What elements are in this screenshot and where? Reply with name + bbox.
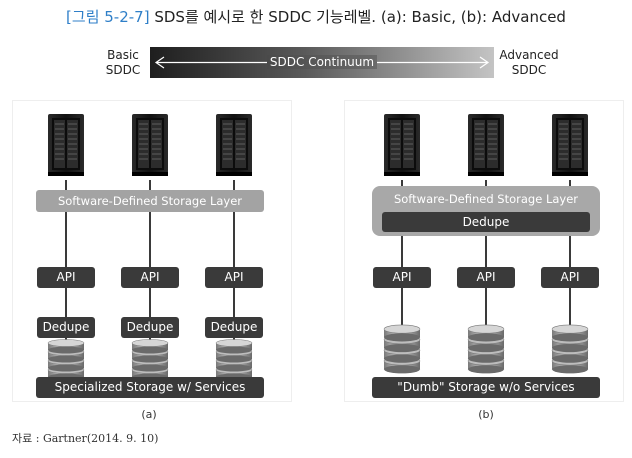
sds-layer-band: Software-Defined Storage Layer xyxy=(36,190,264,212)
caption-b: (b) xyxy=(478,408,494,421)
advanced-label-line1: Advanced xyxy=(499,48,559,62)
figure-title-text: SDS를 예시로 한 SDDC 기능레벨. (a): Basic, (b): A… xyxy=(149,8,566,26)
api-pill: API xyxy=(37,267,95,288)
sddc-continuum-label: SDDC Continuum xyxy=(266,55,378,69)
dumb-storage-band: "Dumb" Storage w/o Services xyxy=(372,377,600,398)
sddc-continuum-label-wrap: SDDC Continuum xyxy=(150,47,494,78)
advanced-sddc-label: Advanced SDDC xyxy=(494,48,564,78)
figure-tag: [그림 5-2-7] xyxy=(66,8,150,26)
dedupe-pill: Dedupe xyxy=(121,317,179,338)
database-stack-icon xyxy=(46,337,86,381)
api-pill: API xyxy=(205,267,263,288)
basic-sddc-label: Basic SDDC xyxy=(96,48,150,78)
panel-a-frame xyxy=(12,100,292,402)
database-stack-icon xyxy=(550,322,590,374)
dedupe-pill: Dedupe xyxy=(37,317,95,338)
dedupe-pill: Dedupe xyxy=(205,317,263,338)
sds-layer-label: Software-Defined Storage Layer xyxy=(393,192,579,206)
api-pill: API xyxy=(121,267,179,288)
database-stack-icon xyxy=(214,337,254,381)
server-rack-icon xyxy=(128,114,172,176)
specialized-storage-band: Specialized Storage w/ Services xyxy=(36,377,264,398)
server-rack-icon xyxy=(548,114,592,176)
dedupe-pill: Dedupe xyxy=(382,212,590,232)
database-stack-icon xyxy=(466,322,506,374)
server-rack-icon xyxy=(464,114,508,176)
panel-b-frame xyxy=(344,100,624,402)
caption-a: (a) xyxy=(141,408,157,421)
server-rack-icon xyxy=(212,114,256,176)
source-note: 자료 : Gartner(2014. 9. 10) xyxy=(12,432,159,445)
api-pill: API xyxy=(373,267,431,288)
database-stack-icon xyxy=(130,337,170,381)
api-pill: API xyxy=(457,267,515,288)
server-rack-icon xyxy=(380,114,424,176)
api-pill: API xyxy=(541,267,599,288)
server-rack-icon xyxy=(44,114,88,176)
database-stack-icon xyxy=(382,322,422,374)
basic-label-line2: SDDC xyxy=(105,63,141,77)
figure-title: [그림 5-2-7] SDS를 예시로 한 SDDC 기능레벨. (a): Ba… xyxy=(0,6,632,27)
advanced-label-line2: SDDC xyxy=(511,63,547,77)
basic-label-line1: Basic xyxy=(107,48,139,62)
